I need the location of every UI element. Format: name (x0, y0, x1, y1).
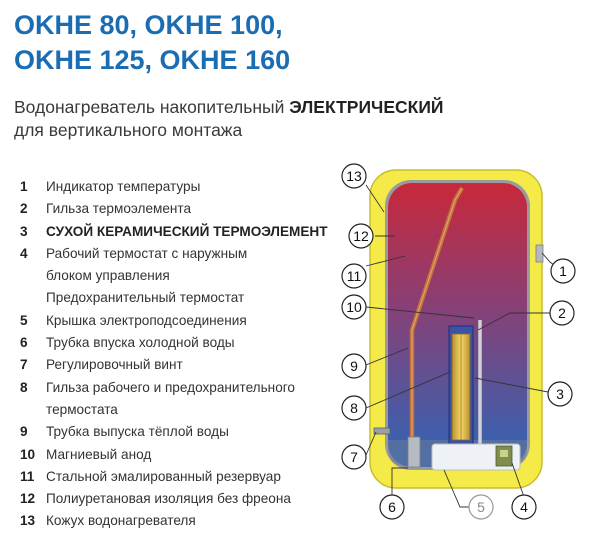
adjusting-screw (373, 427, 391, 435)
title-line-1: OKHE 80, OKHE 100, (14, 10, 283, 40)
callout-7: 7 (350, 449, 358, 465)
callout-5: 5 (477, 499, 485, 515)
legend-text: Кожух водонагревателя (46, 513, 196, 529)
callout-circle (341, 395, 367, 421)
legend-number: 8 (20, 379, 28, 395)
callout-4: 4 (520, 499, 528, 515)
legend-number: 7 (20, 357, 28, 373)
legend-text: Магниевый анод (46, 446, 152, 462)
water-volume (388, 183, 527, 467)
hot-water-outlet-pipe-highlight (411, 187, 463, 460)
legend-text: Полиуретановая изоляция без фреона (46, 491, 291, 507)
title-line-2: OKHE 125, OKHE 160 (14, 45, 291, 75)
legend-item-8: 8 Гильза рабочего и предохранительного тер… (20, 377, 328, 422)
callout-circle (550, 258, 576, 284)
callout-9: 9 (350, 358, 358, 374)
leader-line (365, 431, 377, 456)
leader-line (474, 377, 549, 393)
callout-circle (549, 300, 575, 326)
subtitle-emphasis: ЭЛЕКТРИЧЕСКИЙ (289, 97, 444, 117)
legend-text: Гильза термоэлемента (46, 201, 192, 217)
callout-13: 13 (346, 168, 362, 184)
legend-number: 2 (20, 201, 28, 217)
legend-item-13: 13 Кожух водонагревателя (20, 510, 328, 532)
legend-number: 12 (20, 491, 36, 507)
leader-lines (365, 184, 563, 508)
callout-circle (341, 263, 367, 289)
legend-text: Индикатор температуры (46, 179, 201, 194)
legend-text: Крышка электроподсоединения (46, 312, 247, 328)
subtitle-line-2: для вертикального монтажа (14, 120, 243, 140)
callout-12: 12 (353, 228, 369, 244)
legend-item-6: 6 Трубка впуска холодной воды (20, 332, 328, 354)
callout-1: 1 (559, 263, 567, 279)
leader-line (391, 467, 408, 495)
callout-circle (379, 494, 405, 520)
legend-text: Рабочий термостат с наружным (46, 245, 248, 261)
leader-line (365, 255, 406, 267)
legend-text: Регулировочный винт (46, 357, 183, 373)
legend-text-continued: блоком управления (46, 268, 170, 284)
callout-circle (511, 494, 537, 520)
leader-line (477, 312, 550, 331)
legend-item-9: 9 Трубка выпуска тёплой воды (20, 421, 328, 443)
callout-circle (341, 353, 367, 379)
callout-6: 6 (388, 499, 396, 515)
callout-circle (468, 494, 494, 520)
leader-line (443, 469, 470, 508)
callout-group: 13 12 11 10 9 8 7 6 1 2 3 4 5 (341, 163, 576, 520)
legend-number: 1 (20, 179, 28, 194)
legend-number: 4 (20, 245, 28, 261)
legend-text: Трубка выпуска тёплой воды (46, 424, 229, 440)
legend-item-5: 5 Крышка электроподсоединения (20, 310, 328, 332)
callout-2: 2 (558, 305, 566, 321)
callout-circle (547, 381, 573, 407)
callout-11: 11 (347, 268, 362, 284)
cold-water-inlet-pipe (407, 436, 421, 468)
control-knob (500, 450, 508, 457)
leader-line (511, 462, 525, 498)
leader-line (365, 306, 475, 319)
subtitle-line-1: Водонагреватель накопительный ЭЛЕКТРИЧЕС… (14, 96, 443, 119)
callout-circle (341, 444, 367, 470)
legend-number: 9 (20, 424, 28, 440)
subtitle-prefix: Водонагреватель накопительный (14, 97, 290, 117)
legend-item-1: 1 Индикатор температуры (20, 176, 328, 198)
legend-item-10: 10 Магниевый анод (20, 444, 328, 466)
callout-3: 3 (556, 386, 564, 402)
legend-number: 3 (20, 223, 28, 239)
legend-text: Стальной эмалированный резервуар (46, 468, 281, 484)
legend-item-3: 3 СУХОЙ КЕРАМИЧЕСКИЙ ТЕРМОЭЛЕМЕНТ (20, 221, 328, 243)
callout-10: 10 (346, 299, 362, 315)
legend-text: Трубка впуска холодной воды (46, 335, 235, 351)
legend-item-7: 7 Регулировочный винт (20, 354, 328, 376)
callout-8: 8 (350, 400, 358, 416)
callout-circle (341, 294, 367, 320)
legend-number: 13 (20, 513, 36, 529)
callout-circle (341, 163, 367, 189)
legend-number: 5 (20, 312, 28, 328)
legend-item-12: 12 Полиуретановая изоляция без фреона (20, 488, 328, 510)
leader-line (365, 371, 451, 409)
leader-line (365, 184, 385, 213)
parts-legend: 1 Индикатор температуры 2 Гильза термоэлем… (20, 176, 328, 533)
legend-number: 6 (20, 335, 28, 351)
legend-text: СУХОЙ КЕРАМИЧЕСКИЙ ТЕРМОЭЛЕМЕНТ (46, 223, 328, 239)
legend-text-continued: термостата (46, 401, 118, 417)
legend-text: Гильза рабочего и предохранительного (46, 379, 295, 395)
callout-circle (348, 223, 374, 249)
legend-item-11: 11 Стальной эмалированный резервуар (20, 466, 328, 488)
leader-line (365, 347, 409, 366)
subtitle: Водонагреватель накопительный ЭЛЕКТРИЧЕС… (14, 96, 443, 142)
legend-item-2: 2 Гильза термоэлемента (20, 198, 328, 220)
legend-text-continued: Предохранительный термостат (46, 290, 245, 306)
legend-number: 11 (20, 468, 35, 484)
page-title: OKHE 80, OKHE 100, OKHE 125, OKHE 160 (14, 8, 290, 78)
legend-number: 10 (20, 446, 36, 462)
legend-item-4: 4 Рабочий термостат с наружным блоком упра… (20, 243, 328, 310)
